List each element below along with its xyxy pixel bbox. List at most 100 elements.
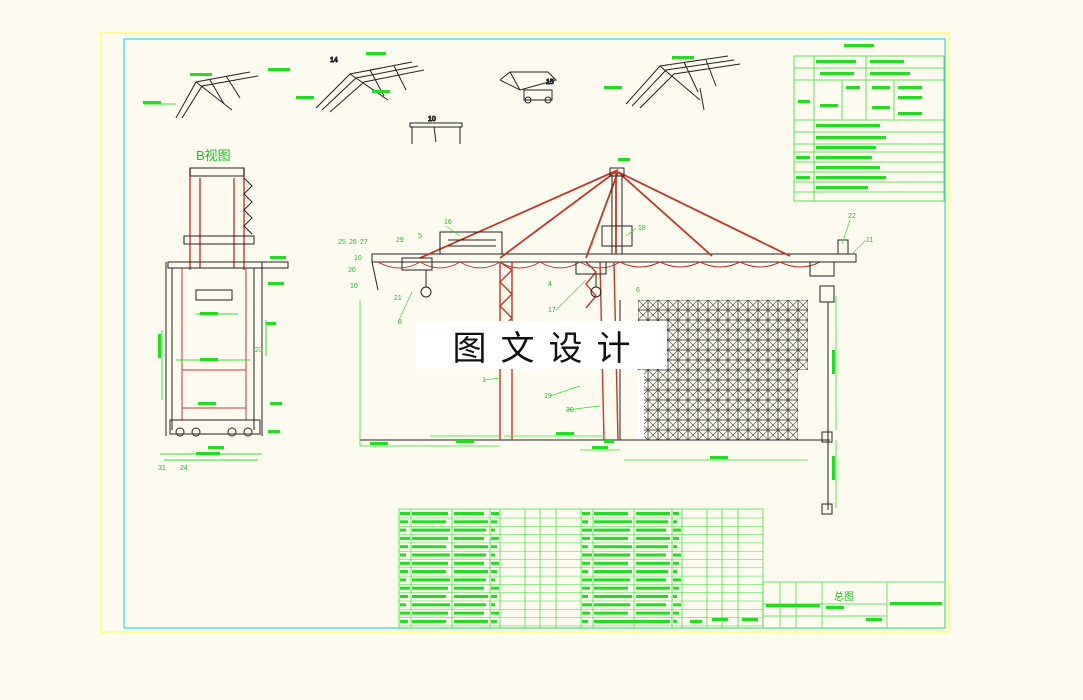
parts-row-cell [400, 545, 408, 549]
parts-row-cell [412, 586, 448, 590]
parts-row-cell [412, 528, 450, 532]
part-label-18: 18 [638, 225, 646, 232]
parts-row-cell [400, 536, 410, 540]
part-label-15: 15 [546, 79, 554, 86]
parts-row-cell [412, 553, 450, 557]
parts-row-cell [673, 595, 677, 598]
parts-row-cell [412, 595, 446, 598]
parts-row-cell [454, 603, 486, 607]
title-block-mark: 总图 [834, 590, 854, 603]
part-label-29: 29 [396, 237, 404, 244]
part-label-30: 30 [566, 407, 574, 414]
parts-row-cell [491, 545, 497, 549]
parts-row-cell [454, 570, 488, 574]
parts-row-cell [636, 595, 668, 598]
part-label-25: 25 [338, 239, 346, 246]
parts-row-cell [636, 512, 670, 515]
part-label-9: 10 [428, 116, 436, 123]
parts-row-cell [636, 545, 668, 549]
parts-row-cell [412, 561, 448, 565]
parts-row-cell [454, 528, 486, 532]
part-label-11: 11 [866, 237, 873, 244]
parts-row-cell [491, 553, 495, 557]
part-label-5: 5 [418, 233, 422, 240]
part-label-21: 21 [394, 295, 402, 302]
part-label-27: 27 [360, 239, 368, 246]
parts-row-cell [582, 561, 590, 565]
part-label-6: 6 [636, 287, 640, 294]
parts-row-cell [400, 528, 406, 532]
parts-row-cell [582, 545, 588, 549]
title-block [596, 581, 946, 629]
parts-row-cell [582, 520, 588, 524]
parts-row-cell [454, 545, 488, 549]
parts-row-cell [636, 561, 670, 565]
parts-row-cell [491, 611, 499, 615]
parts-row-cell [491, 512, 499, 515]
parts-row-cell [491, 595, 497, 598]
parts-row-cell [673, 603, 681, 607]
parts-row-cell [412, 578, 450, 582]
parts-row-cell [636, 553, 666, 557]
parts-row-cell [412, 520, 446, 524]
parts-row-cell [594, 528, 630, 532]
parts-row-cell [582, 536, 590, 540]
parts-row-cell [673, 528, 681, 532]
parts-row-cell [594, 578, 630, 582]
parts-row-cell [400, 603, 406, 607]
parts-row-cell [673, 570, 677, 574]
parts-row-cell [412, 536, 448, 540]
truss-sketch-1 [143, 68, 290, 119]
parts-row-cell [673, 553, 681, 557]
parts-row-cell [594, 561, 628, 565]
parts-row-cell [673, 586, 679, 590]
parts-row-cell [412, 570, 446, 574]
parts-row-cell [594, 611, 628, 615]
part-label-19: 19 [544, 393, 552, 400]
parts-row-cell [636, 578, 666, 582]
parts-row-cell [412, 603, 450, 607]
parts-row-cell [400, 578, 406, 582]
parts-row-cell [400, 611, 410, 615]
parts-row-cell [491, 561, 499, 565]
parts-row-cell [491, 528, 495, 532]
parts-row-cell [491, 570, 497, 574]
parts-row-cell [582, 603, 592, 607]
parts-row-cell [582, 595, 588, 598]
parts-row-cell [582, 586, 590, 590]
parts-row-cell [400, 553, 406, 557]
parts-row-cell [491, 603, 495, 607]
parts-row-cell [454, 586, 484, 590]
parts-row-cell [491, 520, 497, 524]
parts-row-cell [412, 619, 446, 623]
parts-row-cell [454, 512, 484, 515]
outer-frame [100, 32, 950, 633]
part-label-30-left: 10 [350, 283, 358, 290]
parts-row-cell [582, 570, 588, 574]
parts-row-cell [582, 553, 592, 557]
parts-row-cell [636, 611, 670, 615]
parts-row-cell [673, 611, 679, 615]
parts-row-cell [636, 603, 666, 607]
parts-row-cell [400, 586, 410, 590]
parts-row-cell [673, 561, 679, 565]
parts-row-cell [594, 545, 632, 549]
parts-row-cell [454, 520, 488, 524]
part-label-23: 23 [255, 347, 263, 354]
watermark-stamp: 图文设计 [416, 321, 667, 369]
watermark-text: 图文设计 [452, 328, 645, 369]
parts-row-cell [454, 578, 486, 582]
parts-row-cell [582, 528, 592, 532]
part-label-17: 17 [548, 307, 556, 314]
b-view: B视图 [158, 148, 289, 472]
parts-row-cell [454, 619, 488, 623]
parts-list-rows [399, 512, 763, 627]
trolley-sketch: 15 [499, 71, 557, 104]
parts-row-cell [400, 512, 410, 515]
part-label-16: 16 [444, 219, 452, 226]
part-label-8: 8 [398, 319, 402, 326]
parts-row-cell [454, 553, 486, 557]
parts-row-cell [582, 619, 588, 623]
parts-row-cell [491, 619, 497, 623]
part-label-20: 20 [348, 267, 356, 274]
